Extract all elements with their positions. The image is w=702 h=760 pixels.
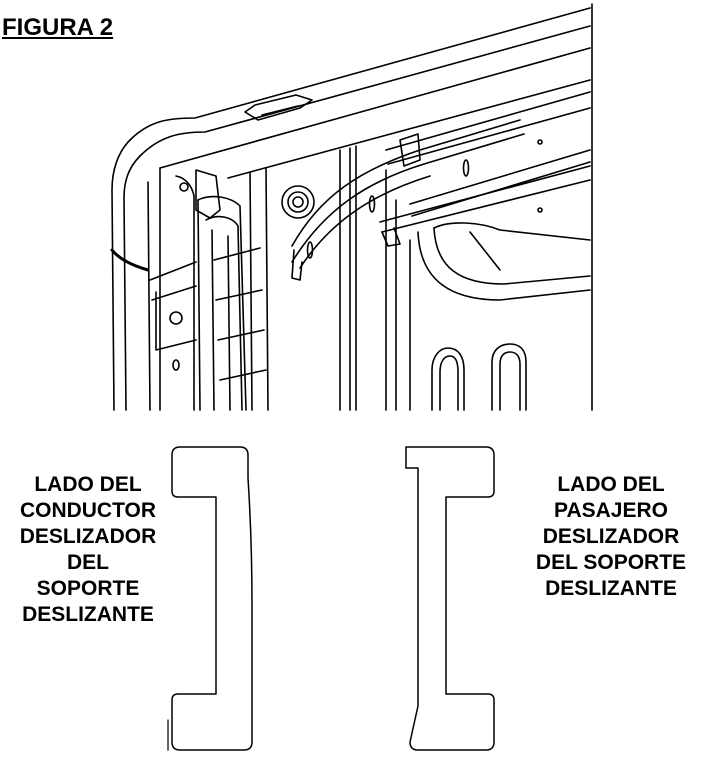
driver-side-label: LADO DEL CONDUCTOR DESLIZADOR DEL SOPORT… <box>19 473 157 626</box>
driver-slider-shape <box>171 446 253 751</box>
truck-bed-illustration <box>110 3 593 411</box>
passenger-side-label: LADO DEL PASAJERO DESLIZADOR DEL SOPORTE… <box>535 473 687 600</box>
passenger-slider-shape <box>405 446 495 751</box>
figure-title: FIGURA 2 <box>2 14 114 41</box>
